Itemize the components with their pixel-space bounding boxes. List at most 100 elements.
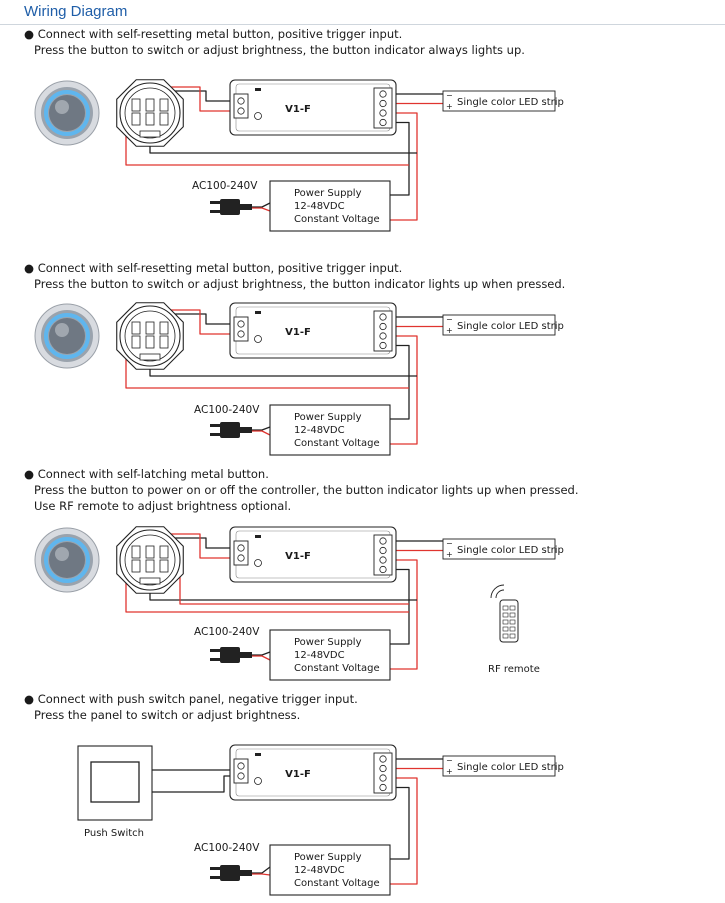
rf-remote-key [509,612,516,618]
terminal-screw-icon [379,774,387,782]
wire-button-led-negative [149,360,417,377]
button-terminal [145,321,155,335]
button-led-terminal [139,130,161,138]
section-1-line-1: Connect with self-resetting metal button… [37,27,403,41]
controller-prog-button-icon [254,777,262,785]
rf-remote-key [502,633,509,639]
controller-model-label: V1-F [285,551,311,562]
power-supply-line-1: Power Supply [294,637,362,648]
controller-output-terminal [373,752,393,794]
wire-dc-positive [386,112,418,221]
section-2-description: ● Connect with self-resetting metal butt… [24,261,566,291]
led-strip-positive-mark: + [446,102,453,111]
led-strip-box [442,755,556,777]
controller-model-label: V1-F [285,104,311,115]
rf-remote-key [502,612,509,618]
wire-ac-live [252,866,271,874]
section-4-description: ● Connect with push switch panel, negati… [24,692,358,722]
wire-dc-negative [386,344,410,420]
section-4-line-1: Connect with push switch panel, negative… [37,692,358,706]
controller-body [229,79,397,136]
rf-remote-label: RF remote [488,664,540,675]
ac-voltage-label: AC100-240V [194,626,260,638]
terminal-screw-icon [379,755,387,763]
terminal-screw-icon [379,322,387,331]
button-terminal [131,112,141,126]
ac-plug-prong [210,210,221,213]
rf-remote-key [509,626,516,632]
terminal-screw-icon [237,762,245,770]
button-led-terminal [139,353,161,361]
terminal-screw-icon [379,537,387,545]
wire-dc-negative [386,786,410,860]
wire-button-led-negative [149,584,417,601]
ac-voltage-label: AC100-240V [192,180,258,192]
terminal-screw-icon [379,313,387,321]
controller-body [229,302,397,359]
controller-input-terminal [233,540,249,566]
power-supply-line-2: 12-48VDC [294,650,345,661]
button-terminal [159,98,169,112]
metal-button-highlight [55,547,69,561]
controller-input-terminal [233,758,249,784]
ac-plug-prong [210,201,221,204]
button-terminal [145,98,155,112]
ac-plug-prong [210,876,221,879]
rf-remote-key [502,619,509,625]
terminal-screw-icon [379,341,387,350]
button-back-inner-ring [124,87,176,139]
terminal-screw-icon [379,90,387,98]
ac-plug-cord-boot [240,652,252,658]
led-strip-negative-mark: − [446,91,453,100]
led-strip-positive-mark: + [446,767,453,776]
button-terminal [159,559,169,573]
button-terminal [159,112,169,126]
power-supply-line-2: 12-48VDC [294,865,345,876]
terminal-screw-icon [237,97,245,105]
metal-button-cap [49,542,85,578]
section-3-line-1: Connect with self-latching metal button. [37,467,269,481]
controller-output-terminal [373,87,393,129]
controller-body [229,526,397,583]
terminal-screw-icon [237,330,245,338]
power-supply-line-2: 12-48VDC [294,201,345,212]
led-strip-negative-mark: − [446,315,453,324]
metal-button-indicator-ring [44,313,90,359]
button-terminal [131,545,141,559]
button-terminal [159,335,169,349]
led-strip-label: Single color LED strip [457,321,564,332]
button-terminal [145,545,155,559]
terminal-screw-icon [379,118,387,127]
ac-voltage-label: AC100-240V [194,842,260,854]
section-1-line-2: Press the button to switch or adjust bri… [34,43,525,57]
button-terminal [145,335,155,349]
power-supply-line-1: Power Supply [294,188,362,199]
ac-plug-prong [210,424,221,427]
controller-body [229,744,397,801]
power-supply-box [269,629,391,681]
button-terminal [131,98,141,112]
led-strip-positive-mark: + [446,326,453,335]
controller-led-indicator [255,88,261,91]
ac-plug-body [220,199,240,215]
section-2-line-1: Connect with self-resetting metal button… [37,261,403,275]
terminal-screw-icon [379,565,387,574]
led-strip-negative-mark: − [446,539,453,548]
wire-switch-common [152,775,241,793]
ac-plug-prong [210,649,221,652]
terminal-screw-icon [379,99,387,108]
wire-ac-neutral [252,655,271,661]
ac-plug-cord-boot [240,870,252,876]
button-terminal [159,545,169,559]
controller-output-terminal [373,310,393,352]
ac-plug-cord-boot [240,204,252,210]
wire-dc-negative [386,121,410,196]
ac-voltage-label: AC100-240V [194,404,260,416]
wire-ac-live [252,202,271,208]
controller-prog-button-icon [254,112,262,120]
rf-remote-key [509,619,516,625]
terminal-screw-icon [237,107,245,115]
terminal-screw-icon [379,109,387,117]
section-3-line-2: Press the button to power on or off the … [34,483,579,497]
